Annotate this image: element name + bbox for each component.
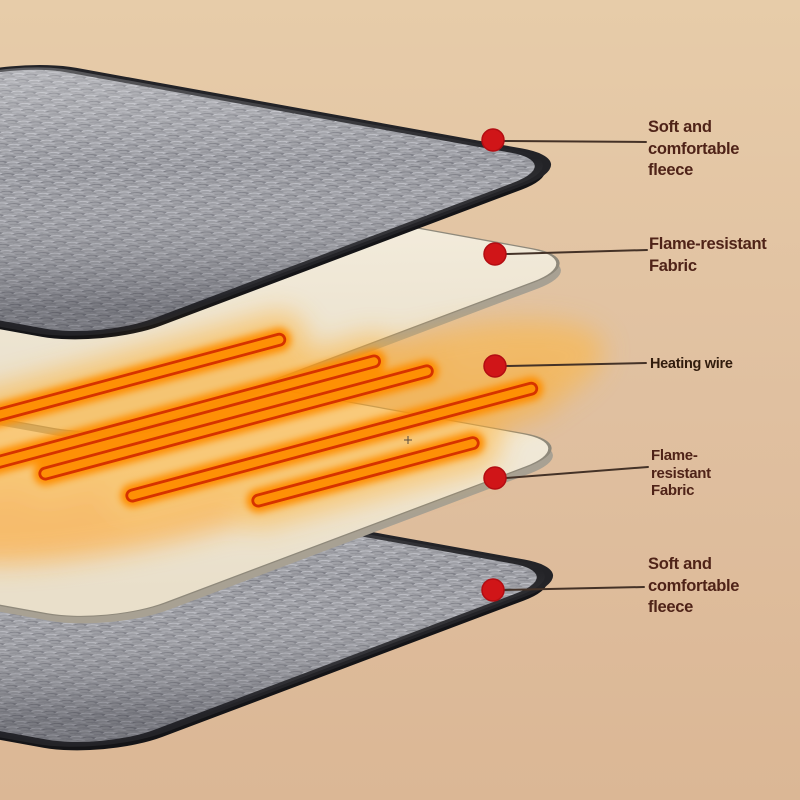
fleece-top-layer [0,65,552,340]
leader-line [505,466,649,479]
callout-line: comfortable [648,139,740,158]
callout-dots [481,128,507,602]
leader-line [505,249,648,255]
callout-fleece-bottom: Soft and comfortable fleece [648,554,739,619]
callout-dot [481,128,505,152]
callout-line: Flame-resistant [649,235,767,253]
callout-line: resistant [651,464,711,482]
callout-dot [483,242,507,266]
callout-fabric-bottom: Flame- resistant Fabric [651,447,711,500]
callout-fabric-top: Flame-resistant Fabric [649,234,767,277]
heating-wire-layer [0,290,605,565]
callout-line: Flame- [651,447,698,464]
callout-line: fleece [648,161,693,179]
leader-line [505,362,647,367]
callout-line: Fabric [651,482,695,499]
leader-lines [503,140,649,591]
callout-fleece-top: Soft and comfortable fleece [648,117,739,182]
callout-line: Heating wire [650,356,733,372]
callout-line: Soft and [648,118,712,136]
callout-dot [483,466,507,490]
callout-line: Fabric [649,256,697,275]
callout-line: Soft and [648,555,712,573]
callout-line: fleece [648,598,693,616]
callout-dot [481,578,505,602]
leader-line [503,586,645,591]
callout-line: comfortable [648,576,740,595]
callout-dot [483,354,507,378]
callout-heating-wire: Heating wire [650,355,733,373]
leader-line [503,140,647,143]
registration-mark [404,436,412,444]
